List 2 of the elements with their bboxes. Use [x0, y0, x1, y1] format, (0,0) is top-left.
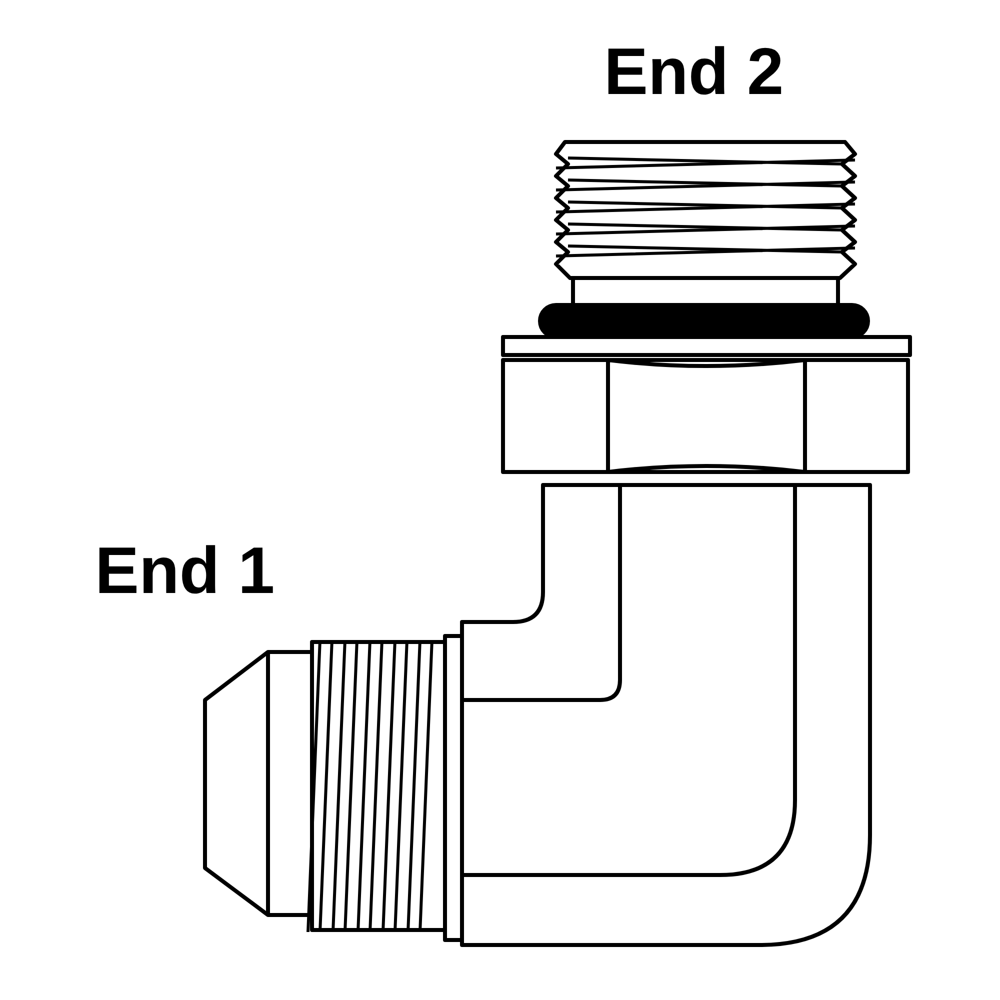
end-label: End 2 — [604, 38, 784, 104]
end-label: End 1 — [95, 537, 275, 603]
